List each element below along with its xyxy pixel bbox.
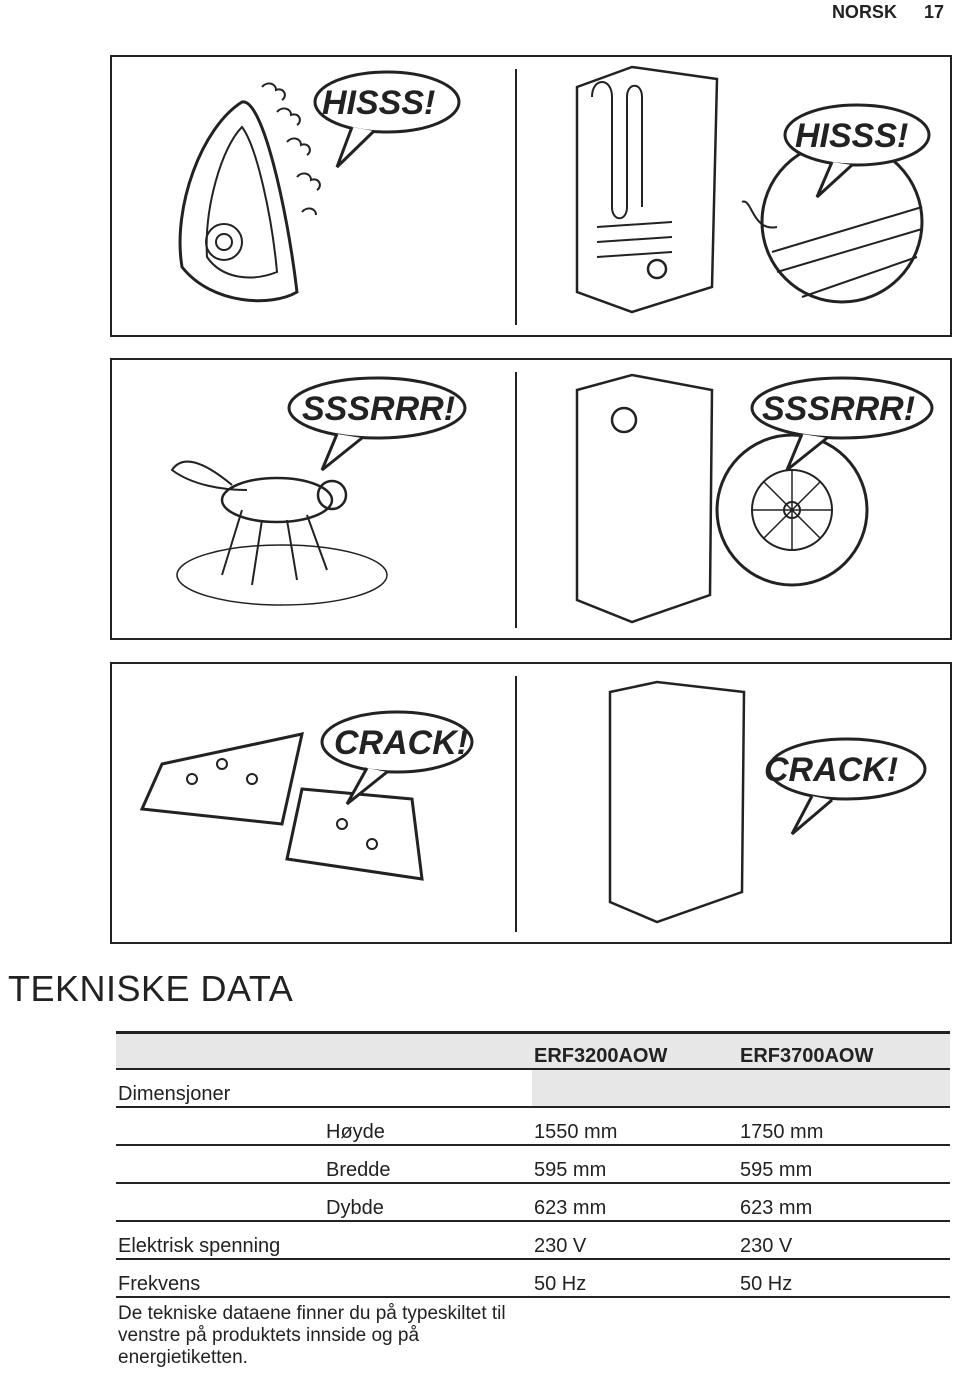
cell-value: 230 V: [532, 1221, 740, 1260]
speech-bubble-left: [313, 70, 461, 169]
speech-bubble-left: [287, 376, 467, 472]
speech-bubble-right: [783, 103, 931, 199]
fly-icon: [170, 460, 388, 606]
illustration-panel-crack: CRACK! CRACK!: [110, 662, 952, 944]
speech-bubble-left: [320, 710, 474, 806]
row-label: Elektrisk spenning: [116, 1221, 532, 1260]
fridge-fan-icon: [575, 373, 714, 624]
cell-value: 230 V: [740, 1221, 950, 1260]
table-header-row: ERF3200AOW ERF3700AOW: [116, 1031, 950, 1070]
speech-bubble-right: [750, 376, 934, 472]
table-row: Dybde 623 mm 623 mm: [116, 1183, 950, 1222]
speech-bubble-right: [767, 737, 927, 836]
row-label: Dybde: [324, 1183, 532, 1222]
cell-value: 623 mm: [740, 1183, 950, 1222]
table-row: Dimensjoner: [116, 1069, 950, 1108]
cell-value: 50 Hz: [532, 1259, 740, 1298]
cell-value: 595 mm: [740, 1145, 950, 1184]
illustration-panel-sssrrr: SSSRRR! SSSRRR!: [110, 358, 952, 640]
cell-value: 623 mm: [532, 1183, 740, 1222]
table-row: Høyde 1550 mm 1750 mm: [116, 1107, 950, 1146]
table-row: Elektrisk spenning 230 V 230 V: [116, 1221, 950, 1260]
cell-value: 595 mm: [532, 1145, 740, 1184]
page-header: NORSK 17: [810, 2, 944, 23]
crack-illustration: CRACK! CRACK!: [139, 676, 927, 932]
model-name: ERF3200AOW: [532, 1031, 740, 1070]
hiss-illustration: HISSS! HISSS!: [178, 65, 931, 325]
row-label: Høyde: [324, 1107, 532, 1146]
sound-text-left: SSSRRR!: [302, 390, 455, 428]
sound-text-right: HISSS!: [795, 117, 908, 155]
sssrrr-illustration: SSSRRR! SSSRRR!: [170, 372, 934, 628]
cell-value: 1750 mm: [740, 1107, 950, 1146]
fridge-back-icon: [575, 65, 719, 314]
footnote: De tekniske dataene finner du på typeski…: [118, 1303, 506, 1368]
cell-value: 50 Hz: [740, 1259, 950, 1298]
fridge-icon: [608, 680, 746, 924]
table-row: Bredde 595 mm 595 mm: [116, 1145, 950, 1184]
model-name: ERF3700AOW: [740, 1031, 950, 1070]
page-number: 17: [923, 2, 944, 22]
row-label: Bredde: [324, 1145, 532, 1184]
cracker-icon: [139, 732, 424, 881]
row-label: Dimensjoner: [116, 1069, 324, 1108]
sound-text-right: SSSRRR!: [762, 390, 915, 428]
steam-iron-icon: [178, 82, 321, 303]
section-title: TEKNISKE DATA: [8, 968, 294, 1009]
row-label: Frekvens: [116, 1259, 532, 1298]
sound-text-left: CRACK!: [334, 724, 468, 762]
sound-text-right: CRACK!: [764, 751, 898, 789]
technical-data-table: ERF3200AOW ERF3700AOW Dimensjoner Høyde …: [116, 1031, 950, 1298]
language-label: NORSK: [831, 2, 897, 22]
sound-text-left: HISSS!: [322, 84, 435, 122]
table-row: Frekvens 50 Hz 50 Hz: [116, 1259, 950, 1298]
zoom-circle-fan: [715, 433, 869, 587]
illustration-panel-hiss: HISSS! HISSS!: [110, 55, 952, 337]
cell-value: 1550 mm: [532, 1107, 740, 1146]
